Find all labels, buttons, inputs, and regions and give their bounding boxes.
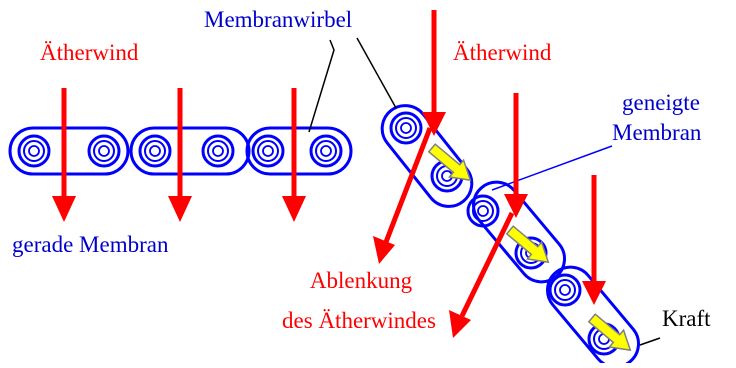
vortex-ring-icon	[138, 134, 172, 168]
red-arrow-icon	[52, 196, 76, 222]
geneigte-label: geneigte	[622, 90, 700, 115]
yellow-force-arrow-icon	[505, 225, 550, 264]
vortex-ring-icon	[548, 273, 582, 307]
vortex-ring-icon	[201, 134, 235, 168]
aetherwind-left-label: Ätherwind	[40, 40, 139, 65]
red-arrow-icon	[582, 281, 606, 305]
membrane-loop-3	[245, 126, 353, 176]
leader-line-force	[639, 337, 661, 346]
red-arrow-icon	[449, 310, 471, 338]
wind-arrows-right	[422, 10, 606, 305]
aetherwind-right-label: Ätherwind	[453, 40, 552, 65]
wind-arrows-left	[52, 88, 306, 222]
kraft-label: Kraft	[662, 306, 711, 331]
red-arrow-icon	[422, 112, 446, 136]
force-arrows	[427, 143, 632, 352]
vortex-ring-icon	[251, 134, 285, 168]
leader-line-vortex-right	[356, 37, 397, 109]
red-arrow-icon	[282, 196, 306, 222]
ablenkung-label: Ablenkung	[309, 268, 413, 293]
straight-membrane	[8, 126, 353, 176]
red-arrow-icon	[168, 196, 192, 222]
vortex-ring-icon	[87, 134, 121, 168]
red-arrow-icon	[504, 194, 528, 218]
vortex-ring-icon	[389, 111, 423, 145]
leader-line-vortex-left	[308, 39, 335, 133]
yellow-force-arrow-icon	[427, 143, 472, 182]
membrane-loop-2	[129, 126, 251, 176]
membranwirbel-label: Membranwirbel	[204, 7, 353, 32]
vortex-ring-icon	[466, 194, 500, 228]
yellow-force-arrow-icon	[587, 313, 632, 352]
inclined-loop-1	[380, 104, 474, 208]
vortex-ring-icon	[17, 134, 51, 168]
red-arrow-icon	[373, 236, 395, 264]
membran-label: Membran	[612, 120, 702, 145]
membrane-loop-1	[8, 126, 130, 176]
deflected-arrows	[373, 127, 515, 338]
vortex-ring-icon	[309, 134, 343, 168]
gerade-membran-label: gerade Membran	[12, 232, 169, 257]
leader-lines	[308, 37, 661, 346]
leader-line-inclined	[491, 145, 613, 191]
inclined-membrane	[380, 104, 640, 368]
des-aetherwindes-label: des Ätherwindes	[282, 308, 436, 333]
